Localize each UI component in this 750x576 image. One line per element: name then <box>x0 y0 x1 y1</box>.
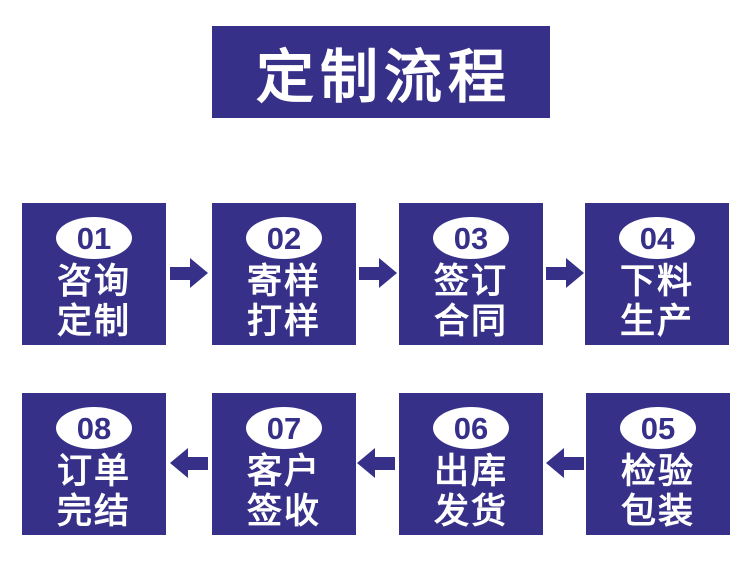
step-label-line: 合同 <box>433 302 508 341</box>
step-box-06: 06 出库 发货 <box>399 393 543 535</box>
step-label-line: 完结 <box>56 492 131 531</box>
page-title-text: 定制流程 <box>255 45 512 110</box>
step-label-line: 出库 <box>433 452 508 491</box>
step-number-badge: 05 <box>620 407 696 449</box>
arrow-left-icon <box>357 448 395 478</box>
step-number-badge: 06 <box>433 407 509 449</box>
arrow-left-icon <box>170 448 208 478</box>
arrow-shaft <box>564 456 584 470</box>
step-label-line: 签收 <box>246 492 321 531</box>
step-box-03: 03 签订 合同 <box>399 203 543 345</box>
step-label-line: 打样 <box>246 302 321 341</box>
step-number-badge: 04 <box>619 217 695 259</box>
step-number-badge: 07 <box>246 407 322 449</box>
step-label-line: 检验 <box>620 452 695 491</box>
step-label-line: 定制 <box>56 302 131 341</box>
arrow-head <box>546 448 564 478</box>
step-label-line: 咨询 <box>56 262 131 301</box>
arrow-left-icon <box>546 448 584 478</box>
step-label-line: 寄样 <box>246 262 321 301</box>
step-number: 08 <box>76 410 112 446</box>
step-number: 05 <box>640 410 676 446</box>
step-number: 02 <box>266 220 302 256</box>
arrow-shaft <box>359 266 379 280</box>
arrow-head <box>566 258 584 288</box>
arrow-shaft <box>375 456 395 470</box>
step-box-05: 05 检验 包装 <box>586 393 730 535</box>
step-number: 03 <box>453 220 489 256</box>
step-number-badge: 03 <box>433 217 509 259</box>
step-label-line: 下料 <box>619 262 694 301</box>
step-number: 06 <box>453 410 489 446</box>
step-number-badge: 01 <box>56 217 132 259</box>
arrow-shaft <box>546 266 566 280</box>
step-box-01: 01 咨询 定制 <box>22 203 166 345</box>
step-box-04: 04 下料 生产 <box>585 203 729 345</box>
step-number: 07 <box>266 410 302 446</box>
step-number: 04 <box>639 220 675 256</box>
step-label-line: 订单 <box>56 452 131 491</box>
arrow-head <box>379 258 397 288</box>
arrow-shaft <box>188 456 208 470</box>
arrow-right-icon <box>546 258 584 288</box>
arrow-head <box>170 448 188 478</box>
page-title: 定制流程 <box>212 26 550 118</box>
step-box-08: 08 订单 完结 <box>22 393 166 535</box>
step-label-line: 客户 <box>246 452 321 491</box>
step-box-07: 07 客户 签收 <box>212 393 356 535</box>
arrow-shaft <box>170 266 190 280</box>
arrow-head <box>190 258 208 288</box>
step-box-02: 02 寄样 打样 <box>212 203 356 345</box>
arrow-right-icon <box>170 258 208 288</box>
step-number: 01 <box>76 220 112 256</box>
step-number-badge: 08 <box>56 407 132 449</box>
step-number-badge: 02 <box>246 217 322 259</box>
arrow-right-icon <box>359 258 397 288</box>
step-label-line: 包装 <box>620 492 695 531</box>
step-label-line: 签订 <box>433 262 508 301</box>
step-label-line: 生产 <box>619 302 694 341</box>
step-label-line: 发货 <box>433 492 508 531</box>
arrow-head <box>357 448 375 478</box>
